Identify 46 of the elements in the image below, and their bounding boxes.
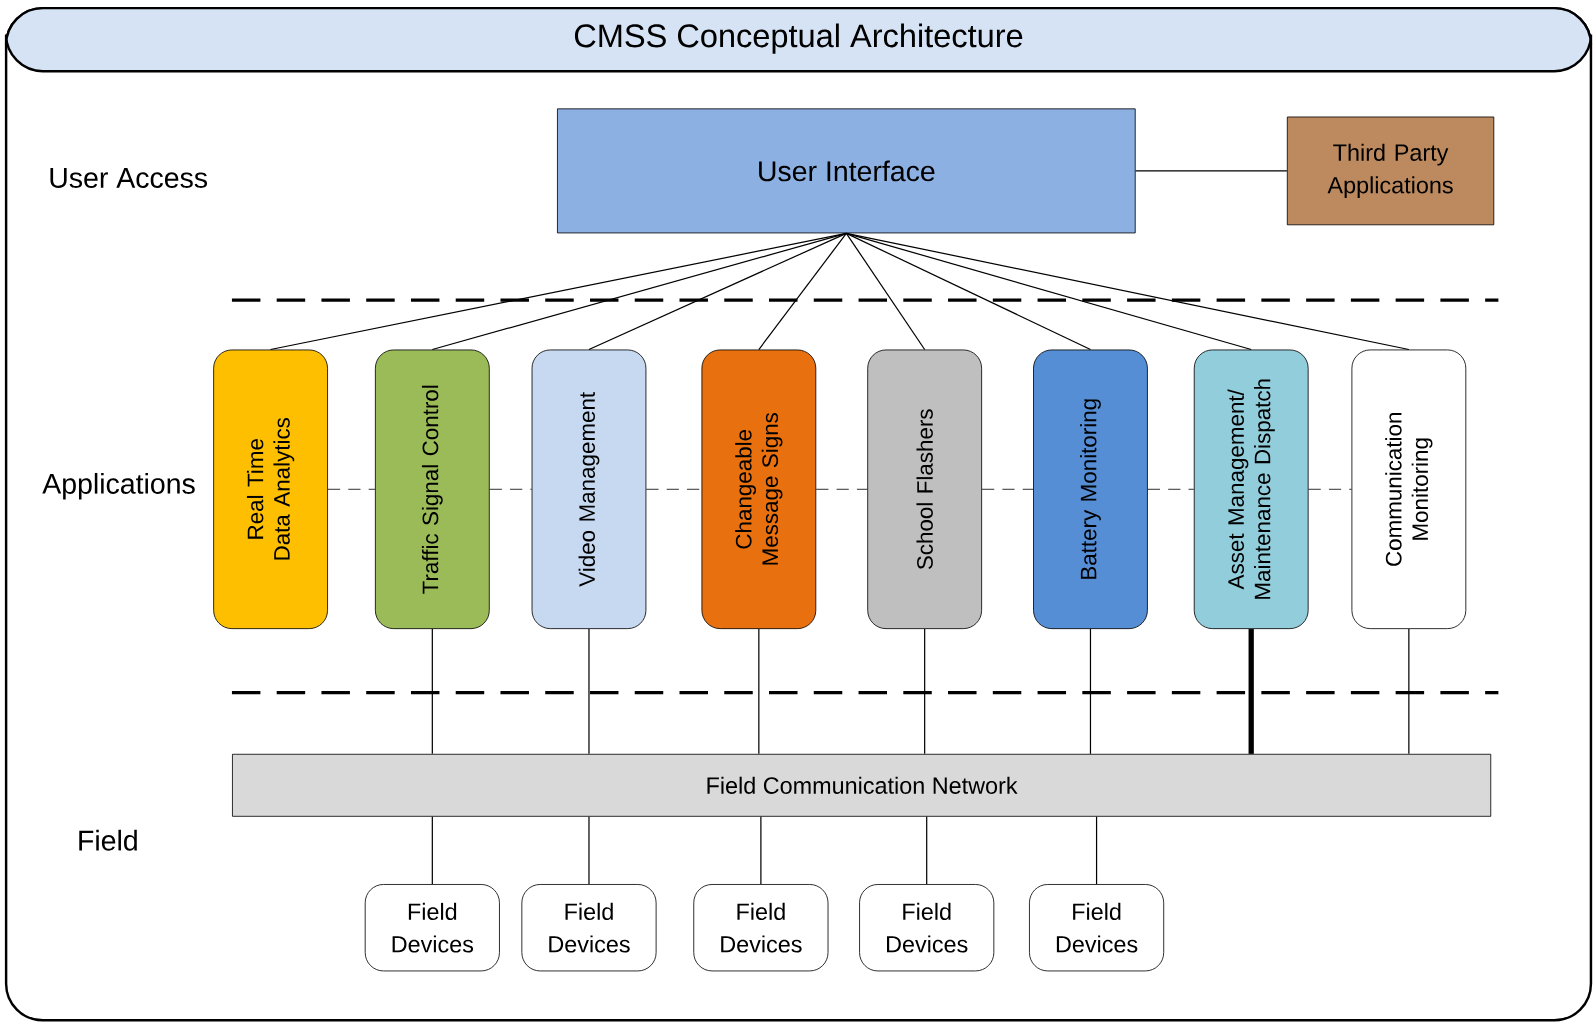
- section-label: Field: [79, 829, 137, 851]
- connector: [645, 488, 702, 490]
- device-box: Field Devices: [1029, 883, 1165, 972]
- connector: [588, 815, 590, 885]
- connector: [1135, 170, 1288, 172]
- connector: [431, 628, 433, 755]
- connector: [431, 232, 847, 350]
- connector: [845, 232, 926, 350]
- application-box: Traffic Signal Control: [374, 349, 490, 629]
- connector: [1089, 628, 1092, 755]
- connector: [1147, 488, 1195, 490]
- connector: [981, 488, 1034, 490]
- application-box: School Flashers: [867, 349, 983, 629]
- application-box: Third Party Applications: [1286, 116, 1495, 226]
- network-bar: Field Communication Network: [232, 753, 1492, 817]
- connector: [845, 232, 1092, 350]
- connector: [815, 488, 868, 490]
- connector: [588, 232, 847, 350]
- connector: [327, 488, 376, 490]
- application-box: Changeable Message Signs: [701, 349, 817, 629]
- interface-box: User Interface: [557, 108, 1136, 234]
- connector: [926, 815, 928, 885]
- connector: [1408, 628, 1410, 755]
- device-box: Field Devices: [693, 883, 829, 972]
- connector: [1095, 815, 1098, 885]
- application-box: Asset Management/ Maintenance Dispatch: [1193, 349, 1309, 629]
- section-label: User Access: [50, 167, 208, 188]
- application-box: Video Management: [531, 349, 647, 629]
- device-box: Field Devices: [364, 883, 500, 972]
- application-box: Communication Monitoring: [1351, 349, 1467, 629]
- connector: [1308, 488, 1352, 490]
- connector: [431, 815, 433, 885]
- device-box: Field Devices: [521, 883, 657, 972]
- connector: [489, 488, 532, 490]
- connector: [845, 232, 1410, 350]
- connector: [758, 232, 847, 350]
- title-band: CMSS Conceptual Architecture: [4, 6, 1593, 73]
- connector: [758, 628, 760, 755]
- connector: [845, 232, 1252, 350]
- connector: [588, 628, 590, 755]
- connector: [1248, 628, 1254, 754]
- connector: [924, 628, 926, 755]
- application-box: Real Time Data Analytics: [213, 349, 328, 629]
- device-box: Field Devices: [859, 883, 995, 972]
- application-box: Battery Monitoring: [1033, 349, 1148, 629]
- connector: [760, 815, 762, 885]
